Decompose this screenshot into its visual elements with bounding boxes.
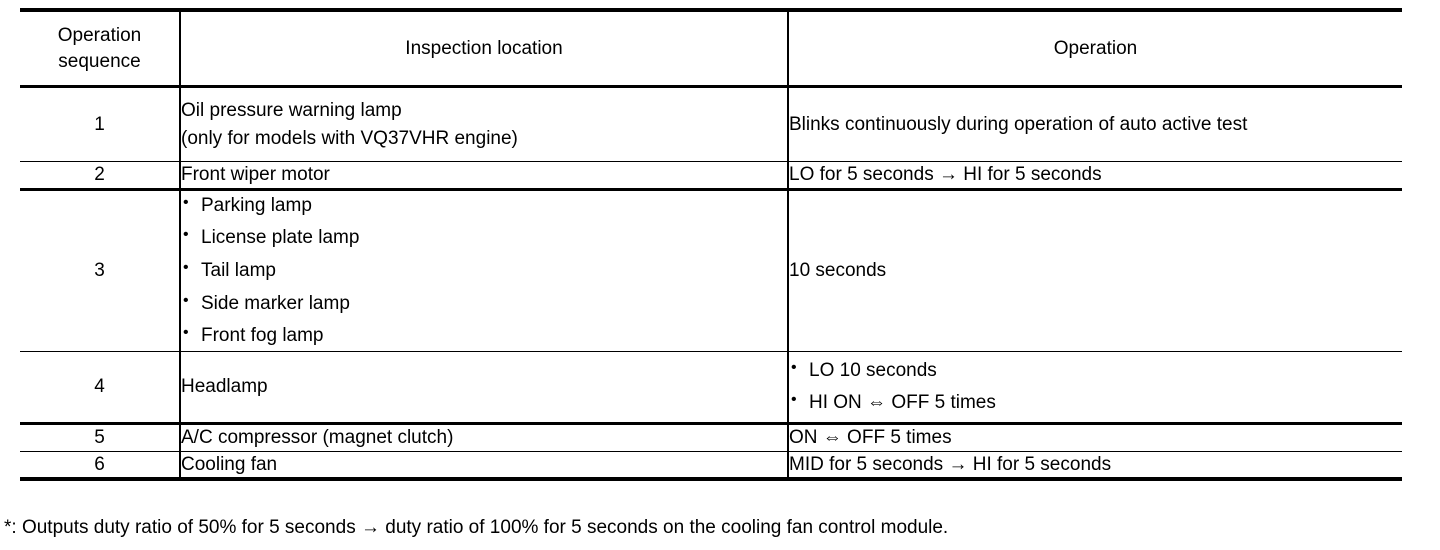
list-item: License plate lamp	[181, 224, 787, 251]
list-item: Side marker lamp	[181, 290, 787, 317]
row-sequence-number: 6	[20, 451, 181, 480]
row-operation: LO for 5 seconds → HI for 5 seconds	[788, 161, 1402, 191]
table-row: 3 Parking lamp License plate lamp Tail l…	[20, 189, 1402, 352]
list-item: Tail lamp	[181, 257, 787, 284]
table-header-row: Operation sequence Inspection location O…	[20, 10, 1402, 89]
location-line: Oil pressure warning lamp	[181, 100, 402, 122]
row-operation: MID for 5 seconds → HI for 5 seconds	[789, 453, 1112, 475]
row-inspection-location: A/C compressor (magnet clutch)	[180, 423, 789, 452]
auto-active-test-table-wrapper: Operation sequence Inspection location O…	[20, 8, 1402, 482]
row-operation: Blinks continuously during operation of …	[788, 86, 1402, 163]
row-operation: ON ⇔ OFF 5 times	[788, 423, 1402, 452]
row-inspection-location: Front wiper motor	[180, 161, 789, 191]
column-header-operation-sequence-line2: sequence	[58, 50, 141, 72]
footnote-text: *: Outputs duty ratio of 50% for 5 secon…	[4, 517, 949, 538]
row-sequence-number: 1	[20, 86, 181, 163]
table-row: 6 Cooling fan MID for 5 seconds → HI for…	[20, 451, 1402, 480]
location-line: (only for models with VQ37VHR engine)	[181, 127, 518, 149]
table-row: 4 Headlamp LO 10 seconds HI ON ⇔ OFF 5 t…	[20, 351, 1402, 425]
row-inspection-location: Oil pressure warning lamp (only for mode…	[180, 86, 789, 163]
row-sequence-number: 5	[20, 423, 181, 452]
row-inspection-location: Headlamp	[180, 351, 789, 425]
row-sequence-number: 2	[20, 161, 181, 191]
table-row: 1 Oil pressure warning lamp (only for mo…	[20, 86, 1402, 163]
row-operation: 10 seconds	[788, 189, 1402, 352]
table-row: 2 Front wiper motor LO for 5 seconds → H…	[20, 161, 1402, 191]
list-item: HI ON ⇔ OFF 5 times	[789, 389, 1402, 416]
row-operation: LO 10 seconds HI ON ⇔ OFF 5 times	[788, 351, 1402, 425]
column-header-operation: Operation	[788, 10, 1402, 89]
column-header-operation-sequence: Operation sequence	[20, 10, 181, 89]
column-header-operation-sequence-line1: Operation	[57, 25, 142, 46]
table-row: 5 A/C compressor (magnet clutch) ON ⇔ OF…	[20, 423, 1402, 452]
auto-active-test-table: Operation sequence Inspection location O…	[20, 8, 1402, 482]
list-item: LO 10 seconds	[789, 357, 1402, 384]
row-inspection-location: Cooling fan	[180, 451, 789, 480]
column-header-inspection-location: Inspection location	[180, 10, 789, 89]
row-sequence-number: 4	[20, 351, 181, 425]
inspection-location-bullet-list: Parking lamp License plate lamp Tail lam…	[181, 192, 787, 349]
row-inspection-location: Parking lamp License plate lamp Tail lam…	[180, 189, 789, 352]
row-sequence-number: 3	[20, 189, 181, 352]
list-item: Parking lamp	[181, 192, 787, 219]
list-item: Front fog lamp	[181, 322, 787, 349]
operation-bullet-list: LO 10 seconds HI ON ⇔ OFF 5 times	[789, 357, 1402, 416]
